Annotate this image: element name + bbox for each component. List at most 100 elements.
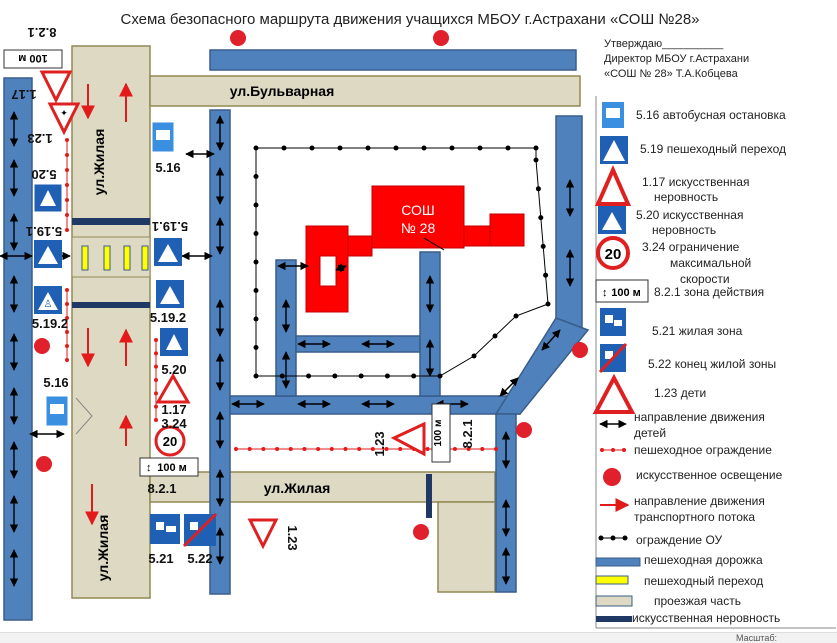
road-bulvarnaya	[149, 75, 581, 107]
fence-dot	[65, 358, 69, 362]
approval-line-2: Директор МБОУ г.Астрахани	[604, 53, 750, 65]
sign-8-2-1-top: 100 м	[3, 49, 63, 69]
legend-icon-bump	[596, 616, 632, 622]
legend-text-crosswalk: пешеходный переход	[644, 574, 764, 588]
legend-text-carriageway: проезжая часть	[654, 594, 741, 608]
sidewalk-top	[209, 49, 577, 71]
legend-icon-sidewalk	[595, 557, 641, 567]
fence-dot	[247, 447, 252, 451]
fence-dot	[425, 447, 430, 451]
legend-text-1-23: 1.23 дети	[654, 386, 707, 400]
fence-post	[449, 145, 455, 151]
fence-post	[533, 157, 539, 163]
sidewalk-school-right	[419, 251, 441, 397]
label-5-16-left: 5.16	[43, 375, 68, 390]
label-8-2-1-bottom: 8.2.1	[148, 481, 177, 496]
legend-text-1-17a: 1.17 искусственная	[642, 175, 750, 189]
legend-icon-crosswalk	[595, 575, 629, 585]
fence-post	[477, 145, 483, 151]
sign-5-16-left	[45, 395, 69, 427]
label-8-2-1-top: 8.2.1	[28, 25, 57, 40]
sign-5-20-right	[160, 328, 188, 356]
legend-text-5-20a: 5.20 искусственная	[636, 208, 744, 222]
street-light	[413, 524, 429, 540]
street-light	[230, 30, 246, 46]
sidewalk-right	[555, 115, 583, 333]
fence-post	[533, 145, 539, 151]
legend-text-1-17b: неровность	[654, 190, 719, 204]
sidewalk-diagonal	[494, 317, 590, 415]
fence-dot	[65, 228, 69, 232]
fence-dot	[154, 378, 158, 382]
label-5-19-2-left: 5.19.2	[32, 316, 68, 331]
fence-post	[471, 353, 477, 359]
fence-post	[253, 174, 259, 179]
legend-icon-8-2-1: ↕ 100 м	[595, 279, 649, 303]
fence-post	[513, 313, 519, 319]
legend-icon-carriageway	[595, 595, 633, 607]
speed-bump-upper	[72, 218, 150, 225]
fence-post	[411, 373, 417, 379]
street-label-bulvarnaya: ул.Бульварная	[230, 83, 335, 99]
fence-dot	[370, 447, 375, 451]
svg-text:✦: ✦	[60, 108, 68, 118]
fence-post	[505, 145, 511, 151]
fence-post	[365, 145, 371, 151]
legend-text-5-16: 5.16 автобусная остановка	[636, 108, 786, 122]
bus-stop-bay	[75, 397, 93, 435]
school-label-line1: СОШ	[401, 202, 435, 218]
fence-dot	[261, 447, 266, 451]
legend-text-light: искусственное освещение	[636, 468, 783, 482]
sign-5-21	[150, 514, 180, 544]
fence-dot	[154, 418, 158, 422]
label-8-2-1-road: 8.2.1	[460, 420, 475, 449]
speed-bump-lower	[72, 302, 150, 308]
fence-dot	[154, 338, 158, 342]
legend-icon-5-22	[598, 342, 628, 374]
fence-post	[492, 333, 498, 339]
legend-icon-1-23	[592, 373, 636, 414]
fence-post	[253, 288, 259, 293]
fence-dot	[65, 168, 69, 172]
fence-post	[543, 272, 549, 278]
road-zhilaya-vertical	[71, 45, 151, 599]
fence-dot	[154, 404, 158, 409]
fence-dot	[302, 447, 307, 451]
child-direction-arrow	[335, 263, 347, 273]
legend-icon-light	[603, 468, 621, 486]
fence-dot	[65, 198, 69, 202]
fence-post	[253, 316, 259, 322]
fence-dot	[384, 447, 389, 451]
label-1-17-top: 1.17	[11, 87, 36, 102]
fence-dot	[494, 447, 498, 451]
legend-icon-5-20	[598, 206, 626, 234]
school-building	[305, 185, 525, 313]
sign-1-23-top: ✦	[47, 102, 81, 136]
fence-dot	[316, 447, 321, 451]
traffic-arrows	[81, 82, 133, 526]
legend-text-child-direction-b: детей	[634, 426, 667, 440]
fence-post	[538, 215, 544, 221]
legend-text-5-22: 5.22 конец жилой зоны	[648, 357, 777, 371]
sign-8-2-1-bottom: ↕ 100 м	[139, 457, 199, 477]
fence-post	[535, 186, 541, 192]
legend-text-3-24a: 3.24 ограничение	[642, 240, 740, 254]
fence-post	[309, 145, 315, 151]
fence-post	[332, 373, 338, 379]
fence-post	[253, 373, 259, 379]
legend-icon-5-16	[602, 102, 624, 128]
fence-dot	[65, 138, 69, 142]
fence-post	[437, 373, 443, 379]
legend-text-3-24b: максимальной	[670, 256, 752, 270]
label-1-23-bottom: 1.23	[285, 525, 300, 550]
label-1-17-right: 1.17	[161, 402, 186, 417]
legend-icon-3-24: 20	[596, 236, 630, 270]
sign-5-16-right	[151, 121, 175, 153]
street-light	[433, 30, 449, 46]
sidewalk-far-left	[3, 77, 33, 621]
label-5-16-right: 5.16	[155, 160, 180, 175]
legend-text-traffic-direction-a: направление движения	[634, 494, 765, 508]
child-direction-arrow	[541, 329, 561, 351]
legend-icon-pedestrian-fence	[600, 448, 626, 452]
